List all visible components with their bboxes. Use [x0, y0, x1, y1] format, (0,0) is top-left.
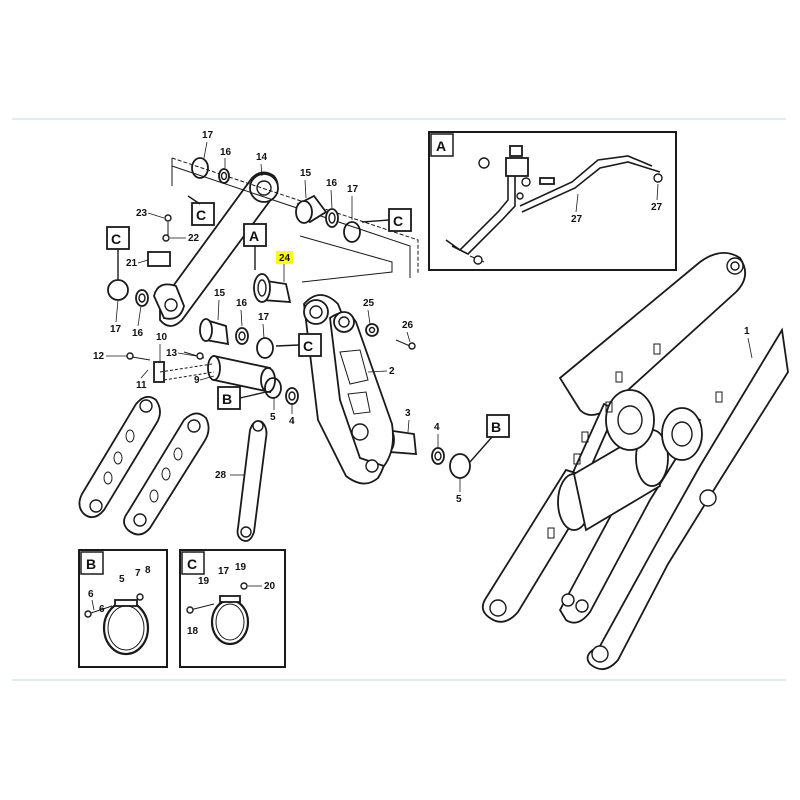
svg-text:C: C	[196, 207, 206, 223]
callout-23: 23	[136, 208, 148, 219]
callout-27a: 27	[571, 214, 583, 225]
callout-21: 21	[126, 258, 138, 269]
view-a-label: A	[436, 138, 446, 154]
callout-15-top: 15	[300, 168, 312, 179]
lower-pin-9	[207, 354, 299, 405]
svg-text:C: C	[111, 231, 121, 247]
section-box-b2: B	[469, 414, 510, 463]
callout-10: 10	[156, 332, 168, 343]
callout-15-mid: 15	[214, 288, 226, 299]
callout-labels: 17 16 14 15 16 17 23 22 21 24 15 16 17 2…	[93, 130, 462, 505]
callout-22: 22	[188, 233, 200, 244]
callout-17-mid: 17	[258, 312, 270, 323]
middle-pin-15	[199, 318, 274, 359]
svg-text:C: C	[303, 338, 313, 354]
callout-16-mid: 16	[236, 298, 248, 309]
callout-16-top: 16	[220, 147, 232, 158]
lower-link-left	[78, 395, 161, 519]
section-box-c2: C	[361, 208, 412, 232]
callout-12: 12	[93, 351, 105, 362]
callout-24: 24	[279, 253, 291, 264]
callout-1: 1	[744, 326, 750, 337]
svg-text:C: C	[393, 213, 403, 229]
callout-b-6: 6	[88, 589, 94, 600]
callout-c-20: 20	[264, 581, 276, 592]
callout-c-17: 17	[218, 566, 230, 577]
callout-28: 28	[215, 470, 227, 481]
svg-text:A: A	[249, 228, 259, 244]
lower-pin-3	[381, 427, 471, 479]
section-box-c4: C	[275, 333, 322, 357]
callout-16-left: 16	[132, 328, 144, 339]
callout-9: 9	[194, 375, 200, 386]
callout-17-top: 17	[202, 130, 214, 141]
callout-5-mid: 5	[270, 412, 276, 423]
callout-25: 25	[363, 298, 375, 309]
callout-16-upper: 16	[326, 178, 338, 189]
callout-4-mid: 4	[289, 416, 295, 427]
detail-view-b: B 6 5 7 8 6	[78, 549, 168, 668]
callout-3: 3	[405, 408, 411, 419]
link-rod-28	[236, 420, 268, 542]
callout-c-19a: 19	[198, 576, 210, 587]
small-hardware	[125, 214, 215, 383]
callout-26: 26	[402, 320, 414, 331]
section-box-a: A	[243, 223, 267, 270]
svg-text:B: B	[491, 419, 501, 435]
bracket-2	[303, 294, 416, 485]
callout-c-19b: 19	[235, 562, 247, 573]
left-rings	[107, 157, 230, 307]
view-b-label: B	[86, 556, 96, 572]
svg-text:B: B	[222, 391, 232, 407]
view-c-label: C	[187, 556, 197, 572]
detail-view-a: A 27 27	[428, 131, 677, 271]
section-box-c1: C	[187, 195, 215, 226]
detail-view-c: C 19 17 19 20 18	[179, 549, 286, 668]
section-box-b1: B	[217, 386, 267, 410]
callout-17-left: 17	[110, 324, 122, 335]
highlighted-pin-24	[253, 273, 292, 303]
section-box-c3: C	[106, 226, 130, 280]
upper-pin-15	[295, 194, 361, 243]
callout-11: 11	[136, 380, 147, 391]
callout-14: 14	[256, 152, 268, 163]
callout-2: 2	[389, 366, 395, 377]
link-rod-14	[153, 157, 419, 327]
callout-5-right: 5	[456, 494, 462, 505]
callout-b-7: 7	[135, 568, 141, 579]
callout-b-6b: 6	[99, 604, 105, 615]
callout-27b: 27	[651, 202, 663, 213]
callout-13: 13	[166, 348, 178, 359]
lower-link-right	[123, 412, 210, 536]
callout-b-8: 8	[145, 565, 151, 576]
highlight-24	[276, 251, 293, 264]
callout-17-upper: 17	[347, 184, 359, 195]
callout-4-right: 4	[434, 422, 440, 433]
callout-b-5: 5	[119, 574, 125, 585]
callout-c-18: 18	[187, 626, 199, 637]
boom-arm: 1	[481, 252, 789, 670]
